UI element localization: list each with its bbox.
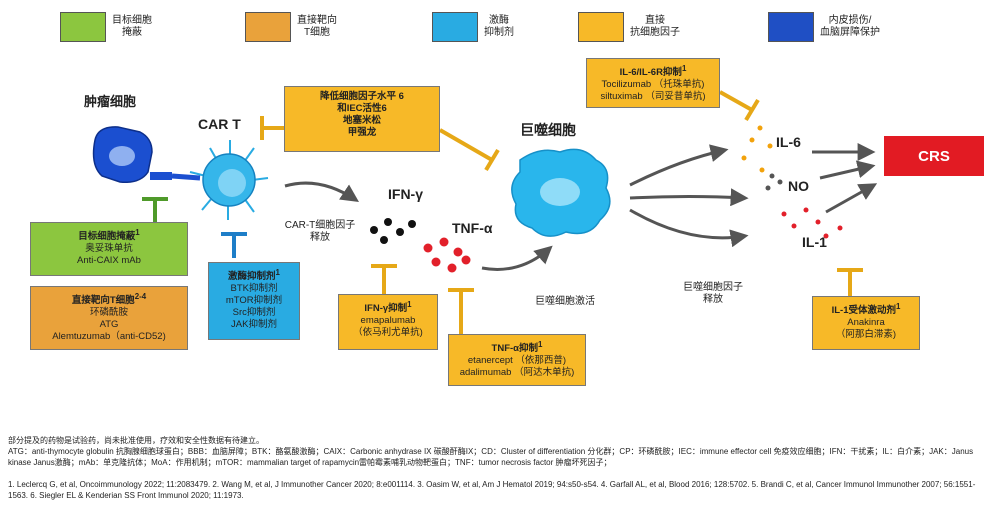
t-cell-line: 环磷酰胺 [89, 307, 128, 319]
ifn-inhibit-title: IFN-γ抑制1 [364, 300, 412, 315]
inhibit-dex-markers [260, 116, 500, 172]
ifn-dots [370, 218, 416, 244]
tnf-inhibit-line: adalimumab （阿达木单抗) [459, 367, 575, 379]
legend-swatch [245, 12, 291, 42]
tumor-cell-label: 肿瘤细胞 [84, 94, 137, 109]
legend-swatch [768, 12, 814, 42]
macrophage-label: 巨噬细胞 [520, 122, 576, 138]
il6-inhibit-title: IL-6/IL-6R抑制1 [619, 64, 687, 79]
target-masking-title: 目标细胞掩蔽1 [78, 228, 140, 243]
arrow-il1-to-crs [825, 183, 878, 214]
arrow-cytokines-to-macrophage [481, 245, 553, 271]
legend-item-anti-cytokine: 直接抗细胞因子 [578, 10, 680, 44]
arrow-no-to-crs [819, 160, 876, 180]
il6-dots [741, 125, 773, 173]
il6-inhibit-line: siltuximab （司妥昔单抗) [600, 91, 706, 103]
t-cell-box: 直接靶向T细胞2-4 环磷酰胺 ATG Alemtuzumab（anti-CD5… [30, 286, 188, 350]
inhibit-il1-marker [837, 268, 863, 296]
car-t-cell-icon [171, 140, 269, 220]
t-cell-title: 直接靶向T细胞2-4 [71, 292, 147, 307]
il6-label: IL-6 [776, 134, 801, 150]
legend-label: 目标细胞掩蔽 [112, 15, 152, 38]
legend-item-kinase: 激酶抑制剂 [432, 10, 514, 44]
arrow-macrophage-to-no [629, 188, 749, 207]
reduce-cytokine-line: 地塞米松 [342, 115, 381, 126]
inhibit-green-marker [142, 197, 168, 222]
legend-label: 激酶抑制剂 [484, 15, 514, 38]
kinase-title: 激酶抑制剂1 [228, 268, 280, 283]
il1-inhibit-box: IL-1受体激动剂1 Anakinra （阿那白滞素) [812, 296, 920, 350]
ifn-inhibit-line: （依马利尤单抗) [353, 327, 423, 339]
inhibit-blue-marker [221, 232, 247, 258]
car-t-release-label: CAR-T细胞因子释放 [284, 220, 356, 243]
ifn-inhibit-line: emapalumab [360, 315, 416, 327]
il1-dots [781, 207, 843, 239]
ifn-gamma-label: IFN-γ [388, 186, 423, 202]
crs-box: CRS [884, 136, 984, 176]
no-dots [765, 173, 783, 191]
legend-swatch [60, 12, 106, 42]
tnf-inhibit-line: etanercept （依那西普) [467, 355, 567, 367]
il1-label: IL-1 [802, 234, 827, 250]
reduce-cytokine-line: 降低细胞因子水平 6 [320, 91, 404, 102]
ifn-inhibit-box: IFN-γ抑制1 emapalumab （依马利尤单抗) [338, 294, 438, 350]
footnote-references: 1. Leclercq G, et al, Oncoimmunology 202… [8, 480, 976, 500]
il6-inhibit-box: IL-6/IL-6R抑制1 Tocilizumab （托珠单抗) siltuxi… [586, 58, 720, 108]
arrow-macrophage-to-il1 [629, 208, 749, 248]
legend-label: 内皮损伤/血脑屏障保护 [820, 15, 880, 38]
il1-inhibit-line: （阿那白滞素) [835, 329, 897, 341]
legend-swatch [578, 12, 624, 42]
legend-item-endothelial: 内皮损伤/血脑屏障保护 [768, 10, 880, 44]
flow-arrows [284, 143, 878, 271]
arrow-macrophage-to-il6 [629, 144, 729, 187]
kinase-line: Src抑制剂 [232, 307, 276, 319]
inhibit-il6-marker [719, 90, 760, 122]
tnf-dots [423, 237, 471, 273]
reduce-cytokine-line: 甲强龙 [347, 127, 377, 138]
macrophage-release-label: 巨噬细胞因子释放 [683, 282, 743, 305]
inhibit-tnf-marker [448, 288, 474, 334]
target-masking-line: 奥妥珠单抗 [85, 243, 133, 255]
footnote-abbreviations: ATG：anti-thymocyte globulin 抗胸腺细胞球蛋白；BBB… [8, 447, 974, 467]
legend-label: 直接抗细胞因子 [630, 15, 680, 38]
kinase-line: JAK抑制剂 [231, 319, 277, 331]
reduce-cytokine-line: 和IEC活性6 [337, 103, 387, 114]
tnf-inhibit-title: TNF-α抑制1 [491, 340, 543, 355]
car-t-label: CAR T [198, 116, 241, 132]
target-masking-line: Anti-CAIX mAb [77, 255, 141, 267]
legend-swatch [432, 12, 478, 42]
il1-inhibit-line: Anakinra [847, 317, 885, 329]
diagram-canvas [92, 90, 878, 334]
reduce-cytokine-box: 降低细胞因子水平 6 和IEC活性6 地塞米松 甲强龙 [284, 86, 440, 152]
target-masking-box: 目标细胞掩蔽1 奥妥珠单抗 Anti-CAIX mAb [30, 222, 188, 276]
tnf-alpha-label: TNF-α [452, 220, 493, 236]
footnote-disclaimer: 部分提及的药物是试验药，尚未批准使用，疗效和安全性数据有待建立。 [8, 436, 264, 445]
legend-item-target-masking: 目标细胞掩蔽 [60, 10, 152, 44]
t-cell-line: Alemtuzumab（anti-CD52) [52, 331, 166, 343]
kinase-box: 激酶抑制剂1 BTK抑制剂 mTOR抑制剂 Src抑制剂 JAK抑制剂 [208, 262, 300, 340]
macrophage-activation-label: 巨噬细胞激活 [535, 296, 595, 307]
no-label: NO [788, 178, 809, 194]
kinase-line: mTOR抑制剂 [225, 295, 283, 307]
il6-inhibit-line: Tocilizumab （托珠单抗) [601, 79, 705, 91]
t-cell-line: ATG [99, 319, 119, 331]
inhibit-ifn-marker [371, 264, 397, 294]
kinase-line: BTK抑制剂 [230, 283, 278, 295]
tumor-cell-icon [92, 126, 172, 184]
arrow-cart-to-cytokines [284, 181, 359, 202]
il1-inhibit-title: IL-1受体激动剂1 [831, 302, 901, 317]
tnf-inhibit-box: TNF-α抑制1 etanercept （依那西普) adalimumab （阿… [448, 334, 586, 386]
macrophage-icon [511, 148, 611, 237]
